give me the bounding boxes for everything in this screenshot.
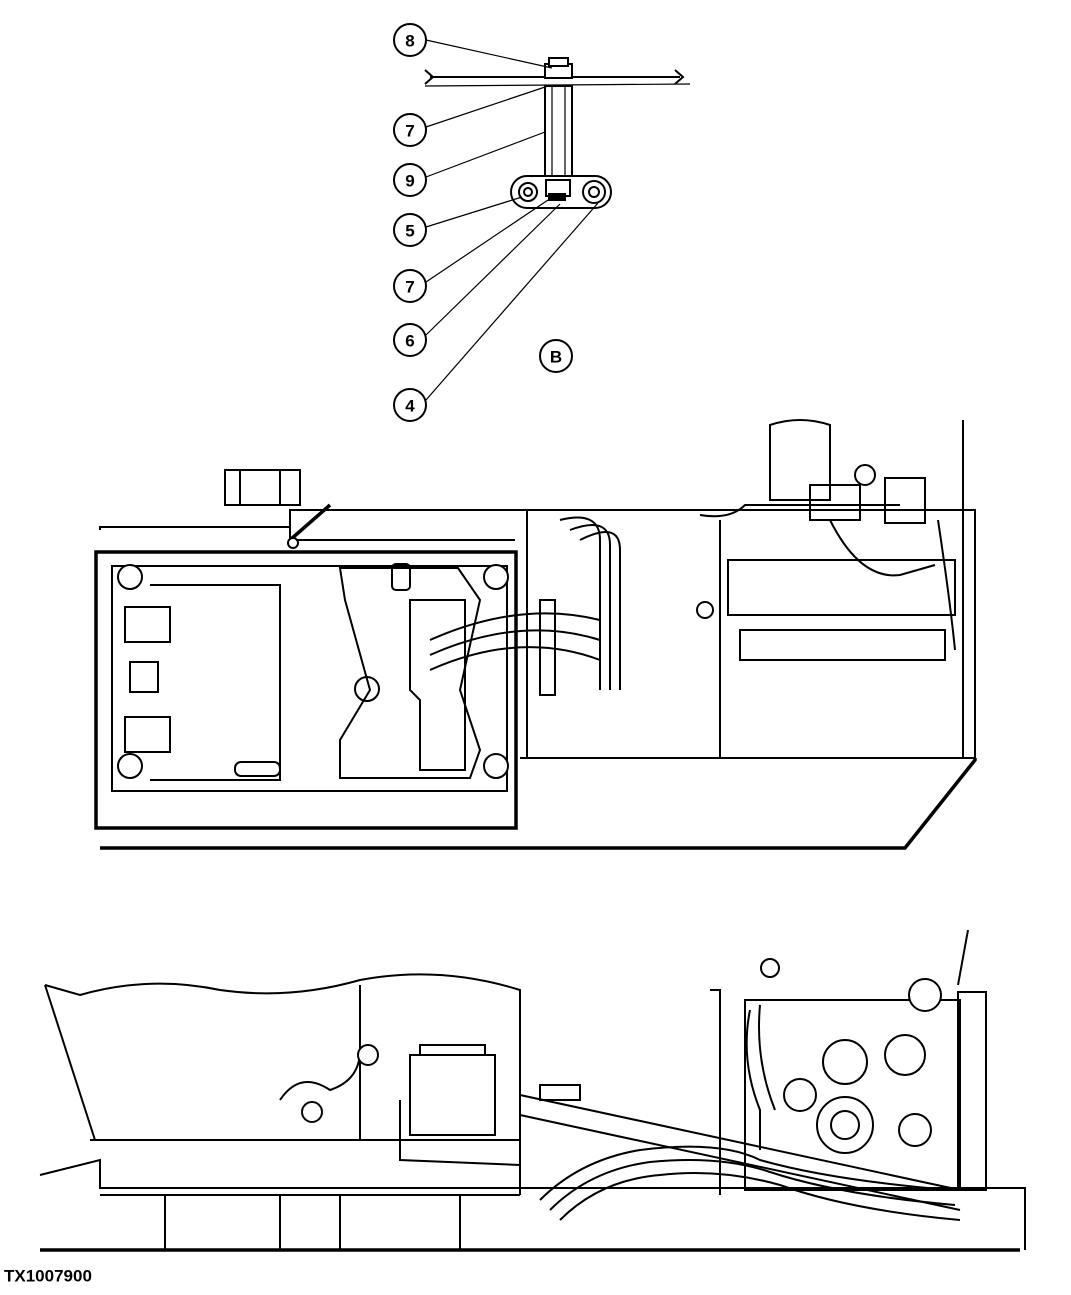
callout-8: 8: [393, 23, 427, 57]
callout-6: 6: [393, 323, 427, 357]
upper-view-drawing: [94, 419, 977, 850]
callout-5-label: 5: [405, 222, 414, 241]
view-label-b: B: [539, 339, 573, 373]
callout-7b: 7: [393, 269, 427, 303]
callout-8-label: 8: [405, 32, 414, 51]
callout-9-label: 9: [405, 172, 414, 191]
view-label-b-text: B: [550, 348, 562, 367]
callout-4: 4: [393, 388, 427, 422]
callout-4-label: 4: [405, 397, 415, 416]
callout-6-label: 6: [405, 332, 414, 351]
detail-b-assembly: [424, 57, 691, 209]
callout-7a-label: 7: [405, 122, 414, 141]
callout-leaders: [425, 39, 599, 401]
callout-7a: 7: [393, 113, 427, 147]
callout-9: 9: [393, 163, 427, 197]
callout-5: 5: [393, 213, 427, 247]
figure-id: TX1007900: [4, 1267, 92, 1286]
lower-view-drawing: [39, 929, 1026, 1252]
callout-7b-label: 7: [405, 278, 414, 297]
